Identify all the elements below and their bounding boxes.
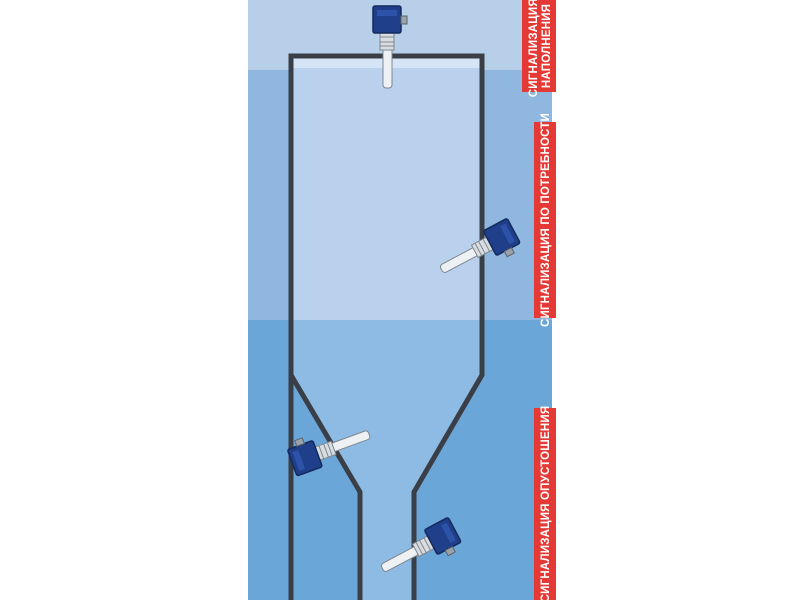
label-empty-bg bbox=[534, 408, 556, 600]
label-fill-line-1: СИГНАЛИЗАЦИЯ bbox=[528, 0, 540, 97]
silo-wall bbox=[288, 53, 485, 600]
silo-wall-left-cone bbox=[288, 373, 363, 600]
label-fill-bg bbox=[522, 0, 556, 92]
label-fill-text: СИГНАЛИЗАЦИЯ НАПОЛНЕНИЯ bbox=[528, 0, 553, 97]
label-fill-line-2: НАПОЛНЕНИЯ bbox=[541, 4, 553, 88]
label-empty-signal: СИГНАЛИЗАЦИЯ ОПУСТОШЕНИЯ bbox=[534, 406, 556, 600]
label-demand-signal: СИГНАЛИЗАЦИЯ ПО ПОТРЕБНОСТИ bbox=[534, 113, 556, 327]
label-fill-signal: СИГНАЛИЗАЦИЯ НАПОЛНЕНИЯ bbox=[522, 0, 556, 97]
label-demand-bg bbox=[534, 122, 556, 318]
label-empty-text: СИГНАЛИЗАЦИЯ ОПУСТОШЕНИЯ bbox=[540, 406, 552, 600]
label-demand-text: СИГНАЛИЗАЦИЯ ПО ПОТРЕБНОСТИ bbox=[540, 113, 552, 327]
